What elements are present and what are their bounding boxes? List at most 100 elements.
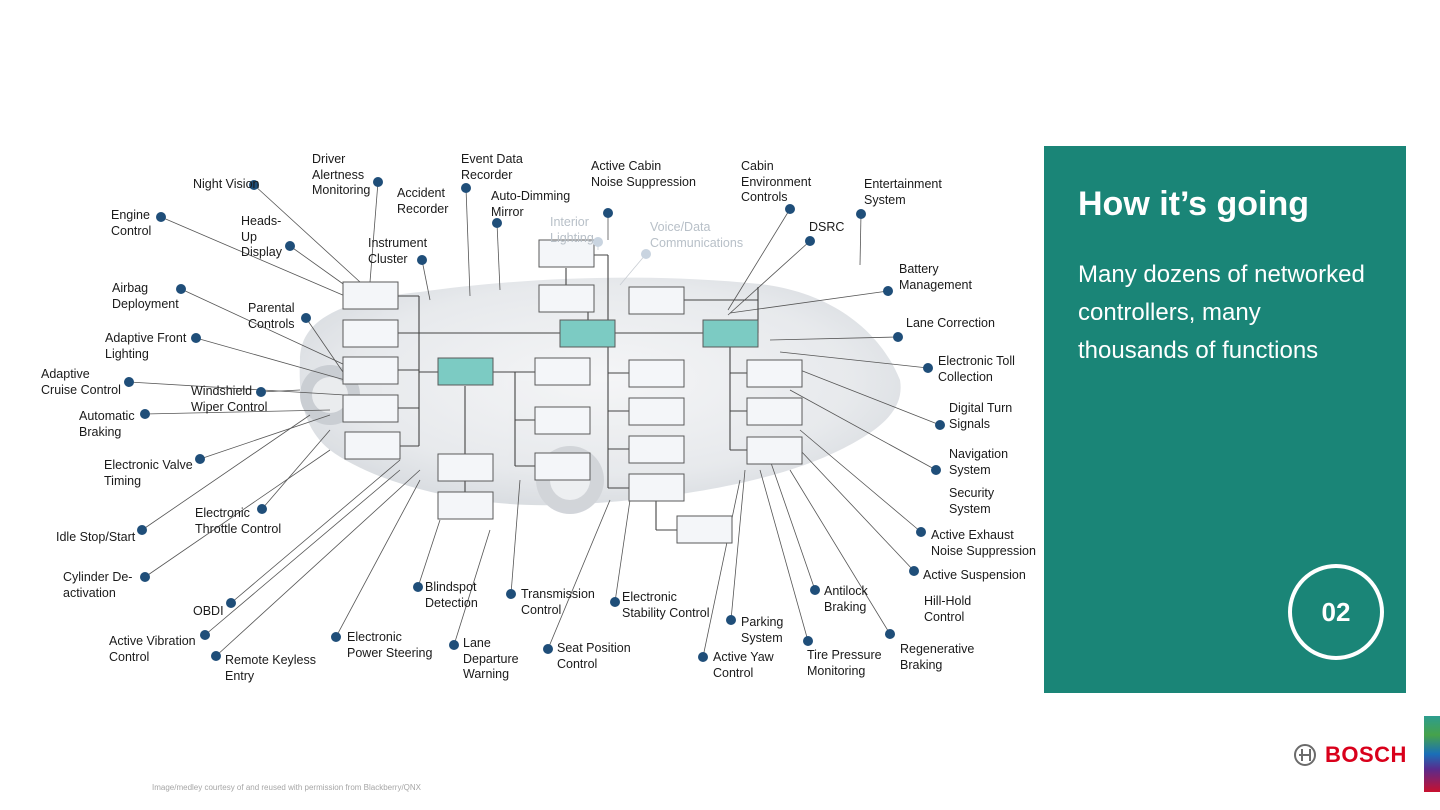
leader-line: [144, 449, 331, 578]
leader-line: [260, 389, 301, 393]
connection-dot: [810, 585, 820, 595]
connection-dot: [641, 249, 651, 259]
ecu-box: [746, 359, 803, 388]
leader-line: [769, 459, 816, 591]
ecu-box: [628, 359, 685, 388]
leader-line: [180, 288, 346, 366]
connection-dot: [506, 589, 516, 599]
ecu-box: [628, 473, 685, 502]
connection-dot: [285, 241, 295, 251]
gateway-box: [437, 357, 494, 386]
connection-dot: [805, 236, 815, 246]
function-label: Adaptive Cruise Control: [41, 367, 121, 397]
leader-line: [799, 369, 941, 426]
function-label: Interior Lighting: [550, 215, 594, 245]
function-label: Remote Keyless Entry: [225, 653, 317, 683]
leader-line: [496, 222, 501, 291]
function-label: Heads- Up Display: [241, 214, 282, 259]
leader-line: [144, 409, 331, 415]
leader-line: [789, 389, 937, 471]
function-label: Adaptive Front Lighting: [105, 331, 187, 361]
leader-line: [510, 479, 521, 595]
connection-dot: [909, 566, 919, 576]
connection-dot: [413, 582, 423, 592]
leader-line: [305, 317, 346, 376]
leader-line: [204, 469, 401, 636]
connection-dot: [785, 204, 795, 214]
leader-line: [799, 449, 915, 572]
connection-dot: [211, 651, 221, 661]
function-label: Electronic Power Steering: [347, 630, 433, 660]
function-label: Electronic Valve Timing: [104, 458, 193, 488]
gateway-box: [702, 319, 759, 348]
slide-number-badge: 02: [1288, 564, 1384, 660]
panel-title: How it’s going: [1078, 185, 1310, 223]
function-label: OBDI: [193, 604, 224, 618]
leader-line: [195, 337, 346, 381]
connection-dot: [916, 527, 926, 537]
leader-line: [799, 429, 922, 533]
function-label: Event Data Recorder: [461, 152, 523, 182]
function-label: Digital Turn Signals: [949, 401, 1013, 431]
leader-line: [417, 519, 441, 588]
ecu-box: [437, 453, 494, 482]
function-label: Entertainment System: [864, 177, 942, 207]
ecu-box: [538, 284, 595, 313]
ecu-box: [534, 406, 591, 435]
leader-line: [253, 184, 361, 283]
ecu-box: [628, 286, 685, 315]
leader-line: [141, 414, 311, 531]
connection-dot: [803, 636, 813, 646]
function-label: DSRC: [809, 220, 845, 234]
function-label: Voice/Data Communications: [650, 220, 744, 250]
logo-wordmark: BOSCH: [1325, 742, 1407, 767]
function-label: Tire Pressure Monitoring: [807, 648, 882, 678]
ecu-box: [534, 357, 591, 386]
connection-dot: [140, 572, 150, 582]
ecu-box: [628, 435, 685, 464]
connection-dot: [249, 180, 259, 190]
summary-panel: How it’s going Many dozens of networked …: [1044, 146, 1406, 693]
connection-dot: [543, 644, 553, 654]
connection-dot: [373, 177, 383, 187]
function-label: Lane Correction: [906, 316, 995, 330]
leader-line: [453, 529, 491, 646]
leader-line: [769, 336, 899, 341]
connection-dot: [461, 183, 471, 193]
function-label: Cabin Environment Controls: [741, 159, 812, 204]
leader-line: [619, 253, 647, 286]
ecu-box: [344, 431, 401, 460]
function-label: Active Cabin Noise Suppression: [591, 159, 696, 189]
function-label: Lane Departure Warning: [463, 636, 519, 681]
function-label: Active Suspension: [923, 568, 1026, 582]
connection-dot: [257, 504, 267, 514]
connection-dot: [885, 629, 895, 639]
function-label: Windshield Wiper Control: [191, 384, 268, 414]
connection-dot: [156, 212, 166, 222]
connection-dot: [301, 313, 311, 323]
connection-dot: [698, 652, 708, 662]
connection-dot: [603, 208, 613, 218]
leader-line: [421, 259, 431, 301]
brand-color-stripe: [1424, 716, 1440, 792]
leader-line: [128, 381, 346, 396]
connection-dot: [200, 630, 210, 640]
function-label: Hill-Hold Control: [924, 594, 972, 624]
function-label: Parental Controls: [248, 301, 295, 331]
connection-dot: [893, 332, 903, 342]
connection-dot: [176, 284, 186, 294]
function-label: Instrument Cluster: [368, 236, 428, 266]
connection-dot: [492, 218, 502, 228]
connection-dot: [226, 598, 236, 608]
function-label: Battery Management: [899, 262, 972, 292]
function-label: Regenerative Braking: [900, 642, 975, 672]
ecu-box: [342, 356, 399, 385]
leader-line: [465, 187, 471, 297]
function-label: Idle Stop/Start: [56, 530, 136, 544]
connection-dot: [191, 333, 201, 343]
function-label: Automatic Braking: [79, 409, 135, 439]
function-label: Parking System: [741, 615, 784, 645]
leader-line: [730, 469, 746, 621]
leader-line: [614, 499, 631, 603]
